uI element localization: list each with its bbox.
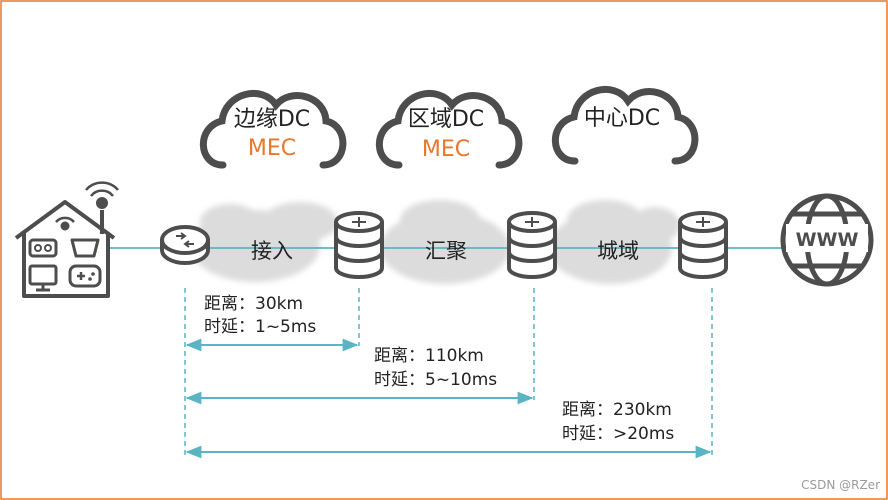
segment-label-metro: 城域 <box>597 239 639 263</box>
cloud-mec-label: MEC <box>422 137 470 162</box>
cloud-title: 中心DC <box>584 106 660 131</box>
web-label: WWW <box>796 229 859 251</box>
cloud-title: 区域DC <box>408 107 484 132</box>
segment-label-access: 接入 <box>251 239 293 263</box>
switch-icon <box>334 211 384 279</box>
cloud-icon <box>551 86 699 165</box>
switch-icon <box>678 211 728 279</box>
watermark: CSDN @RZer <box>801 478 880 492</box>
cloud-title: 边缘DC <box>234 107 310 132</box>
latency-label-3: 时延：>20ms <box>562 424 674 444</box>
cloud-regional-dc: 区域DC MEC <box>375 90 523 169</box>
switch-icon <box>507 211 557 279</box>
latency-label-2: 时延：5~10ms <box>374 370 497 390</box>
distance-label-2: 距离：110km <box>374 346 484 366</box>
cloud-edge-dc: 边缘DC MEC <box>199 90 347 169</box>
cloud-icon <box>375 90 523 169</box>
latency-label-1: 时延：1~5ms <box>204 317 316 337</box>
distance-label-1: 距离：30km <box>204 294 303 314</box>
cloud-mec-label: MEC <box>248 136 296 161</box>
distance-label-3: 距离：230km <box>562 400 672 420</box>
smart-home-icon <box>14 181 119 298</box>
globe-icon: WWW <box>780 193 874 287</box>
router-icon <box>160 225 210 265</box>
segment-label-aggregation: 汇聚 <box>425 239 467 263</box>
cloud-central-dc: 中心DC <box>551 86 699 165</box>
cloud-icon <box>199 90 347 169</box>
distance-guides <box>184 288 713 456</box>
